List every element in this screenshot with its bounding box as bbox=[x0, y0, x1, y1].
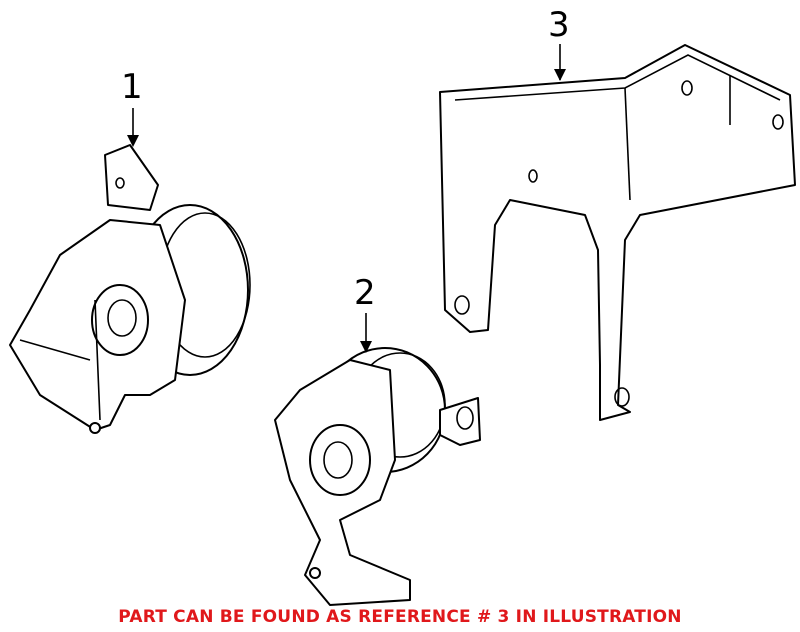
callout-3-label: 3 bbox=[548, 5, 570, 45]
callout-1-label: 1 bbox=[121, 67, 143, 107]
horn-1-part bbox=[9, 144, 251, 434]
horn-2-part bbox=[274, 347, 481, 606]
callout-arrows bbox=[127, 44, 566, 353]
bracket-part bbox=[439, 44, 796, 421]
reference-note: PART CAN BE FOUND AS REFERENCE # 3 IN IL… bbox=[118, 607, 682, 627]
callout-2-label: 2 bbox=[354, 273, 376, 313]
